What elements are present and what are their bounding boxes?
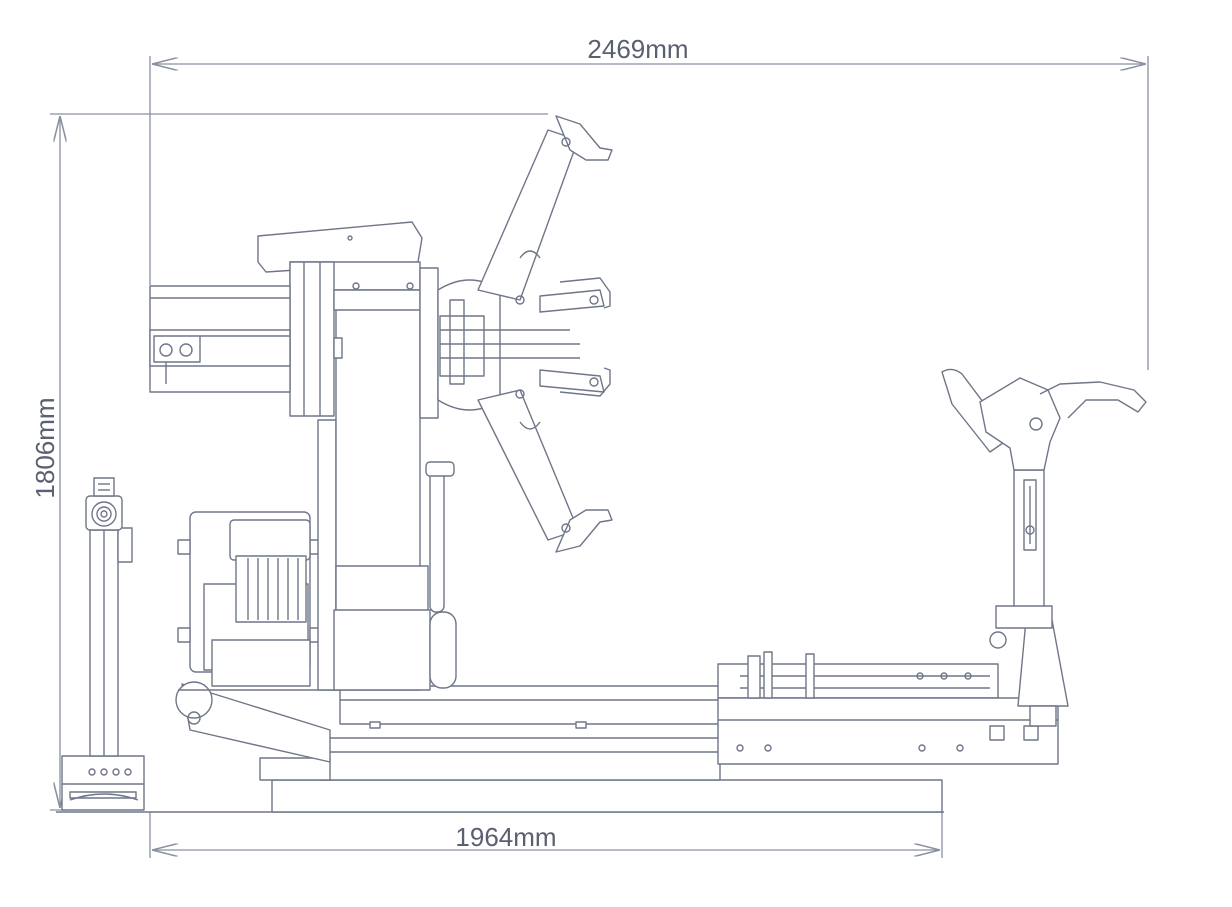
overall-width-label: 2469mm	[587, 34, 688, 64]
clamp-arm-mid-lower	[539, 367, 611, 397]
dimension-base-length	[149, 812, 943, 858]
main-column	[317, 289, 457, 691]
clamp-arm-top	[477, 115, 613, 305]
tool-head	[941, 368, 1147, 471]
swing-link	[175, 681, 340, 763]
clamp-arm-mid-upper	[539, 277, 611, 313]
motor-gearbox	[177, 511, 323, 687]
carriage-head	[149, 221, 423, 417]
dimension-overall-width	[149, 56, 1149, 370]
remote-control-column	[61, 477, 145, 811]
base-length-label: 1964mm	[455, 822, 556, 852]
machine-outline	[56, 115, 1147, 813]
clamp-arm-bottom	[477, 389, 613, 553]
height-label: 1806mm	[30, 397, 60, 498]
tool-arm-post	[989, 469, 1069, 727]
clamping-chuck	[419, 267, 580, 419]
tool-carriage-rail	[717, 651, 1059, 765]
machine-base	[259, 685, 943, 813]
